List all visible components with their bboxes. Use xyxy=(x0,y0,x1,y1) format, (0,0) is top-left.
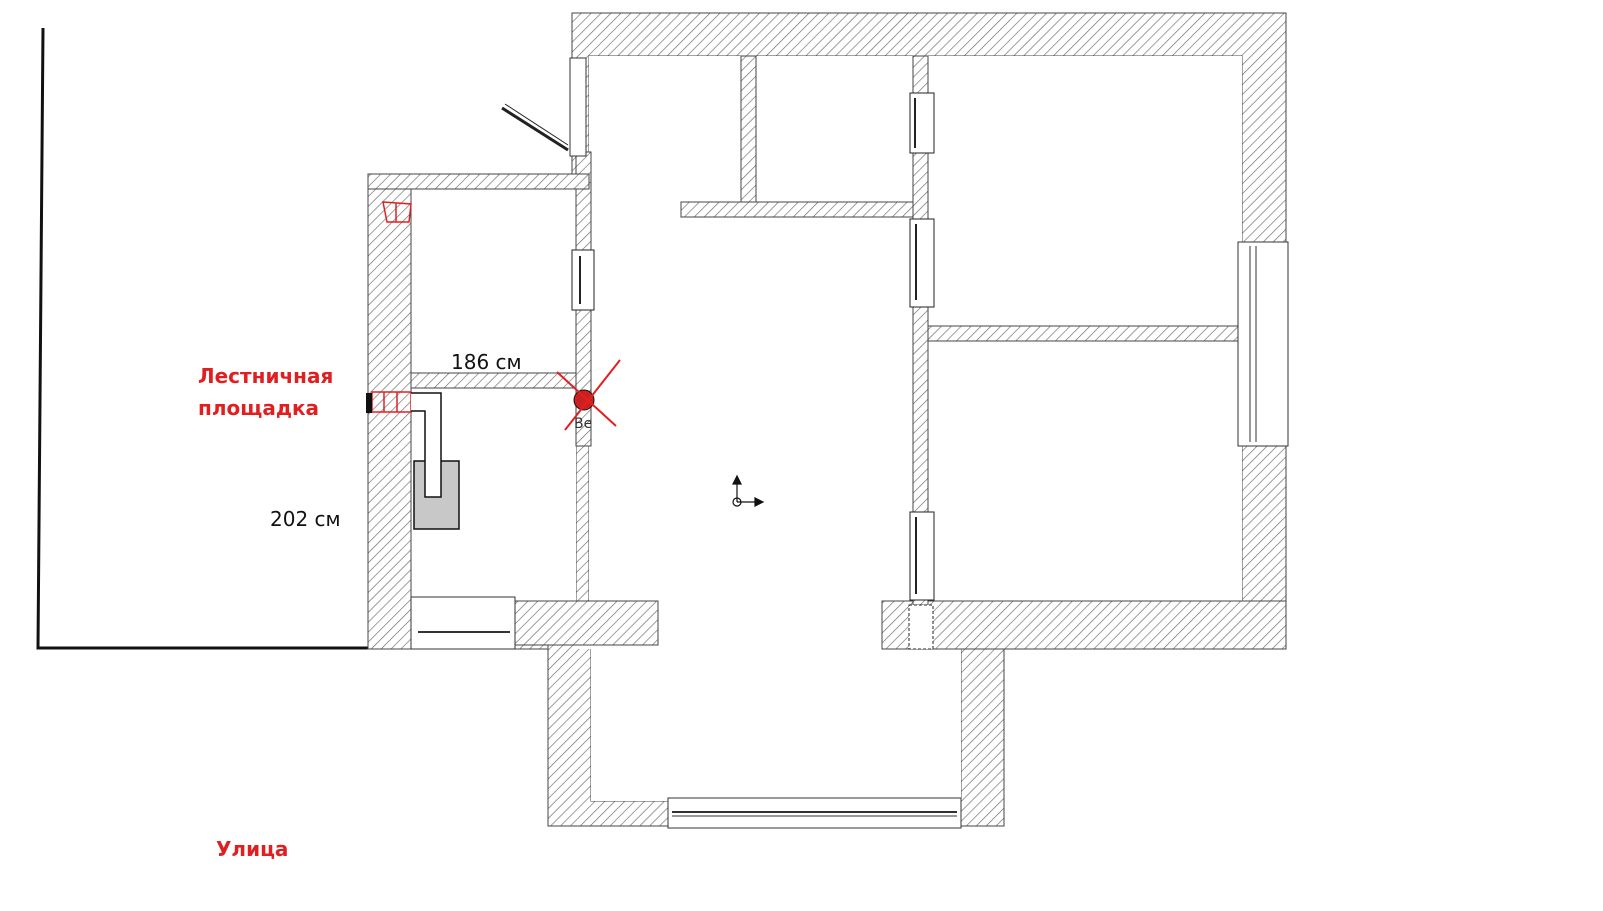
door-bottom-right-stub xyxy=(908,604,934,650)
window-left-bottom xyxy=(410,596,516,650)
doors xyxy=(501,92,935,650)
wall-bottom-right-stub xyxy=(881,600,1287,650)
door-stub-black xyxy=(366,393,372,413)
street-label: Улица xyxy=(216,837,288,861)
street-boundary-line xyxy=(36,27,368,650)
windows xyxy=(410,57,1289,829)
window-right xyxy=(1237,241,1289,447)
door-left-room xyxy=(571,249,595,311)
interiors xyxy=(411,56,1242,801)
wall-left-horizontal xyxy=(410,372,577,389)
dimension-202: 202 см xyxy=(270,507,341,531)
red-x-icon: Ве xyxy=(556,359,621,432)
wall-upper-divider-1 xyxy=(740,55,757,203)
wall-bottom-left-stub xyxy=(509,600,659,646)
staircase-label-line1: Лестничная xyxy=(198,364,333,388)
boiler-pipe xyxy=(411,392,442,498)
red-door-mark-top xyxy=(382,201,412,223)
fixture-boiler xyxy=(411,392,460,530)
marker-text: Ве xyxy=(574,416,592,432)
window-top-left xyxy=(569,57,587,157)
compass-cross-icon xyxy=(732,474,765,507)
wall-right-horizontal xyxy=(927,325,1240,342)
wall-left-top xyxy=(367,173,590,190)
door-upper-small-room xyxy=(909,92,935,154)
door-right-upper-room xyxy=(909,218,935,308)
dimension-186: 186 см xyxy=(451,350,522,374)
door-right-lower-room xyxy=(909,511,935,601)
wall-upper-horizontal xyxy=(680,201,915,218)
staircase-label-line2: площадка xyxy=(198,396,319,420)
entrance-door-leaf xyxy=(501,106,569,152)
